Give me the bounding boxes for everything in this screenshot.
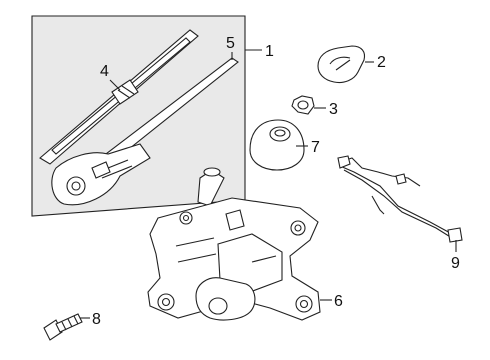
- callout-8: 8: [92, 311, 101, 328]
- wiper-motor: [147, 167, 321, 321]
- callout-3: 3: [329, 101, 338, 118]
- callout-4: 4: [100, 63, 109, 80]
- callout-5: 5: [226, 35, 235, 52]
- bolt: [43, 313, 83, 341]
- pivot-cap: [317, 45, 366, 84]
- grommet: [249, 119, 305, 171]
- callout-9: 9: [451, 255, 460, 272]
- nut: [291, 95, 315, 115]
- wiring-harness: [337, 155, 463, 243]
- callout-2: 2: [377, 54, 386, 71]
- callout-6: 6: [334, 293, 343, 310]
- wiper-blade: [39, 29, 199, 165]
- leader-lines: [80, 49, 457, 319]
- wiper-arm: [51, 57, 239, 206]
- callout-7: 7: [311, 139, 320, 156]
- callout-1: 1: [265, 43, 274, 60]
